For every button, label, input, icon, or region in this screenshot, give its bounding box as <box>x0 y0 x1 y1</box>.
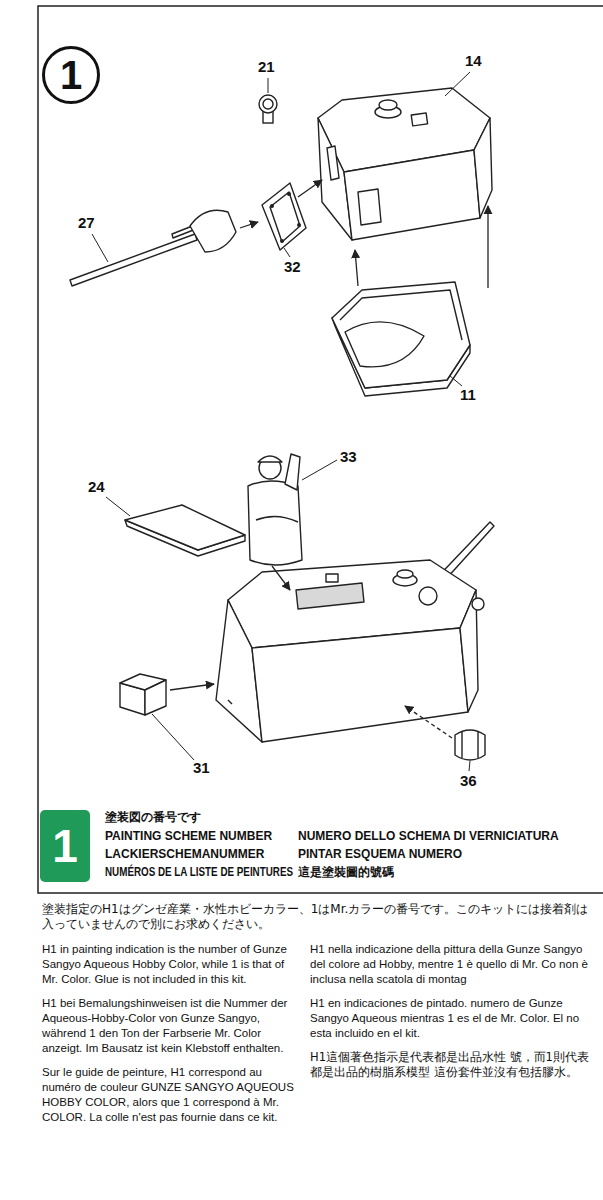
main-gun-shape <box>190 210 236 252</box>
turret-floor-shape <box>345 322 424 367</box>
small-fitting-shape <box>455 730 485 760</box>
scheme-caption: 塗装図の番号です <box>105 810 201 825</box>
scheme-caption: PAINTING SCHEME NUMBER <box>105 829 272 844</box>
turret-shell <box>318 88 492 240</box>
commander-figure-shape <box>256 516 298 522</box>
gun-mantlet-shape <box>271 205 274 208</box>
scheme-caption: PINTAR ESQUEMA NUMERO <box>298 847 462 862</box>
callout-number: 31 <box>193 759 210 776</box>
periscope-part-shape <box>263 99 273 109</box>
turret-floor <box>332 282 470 396</box>
assembled-turret-shape <box>397 570 413 578</box>
periscope-part-shape <box>259 95 277 113</box>
gun-mantlet-shape <box>281 240 284 243</box>
assembly-arrow <box>170 684 214 690</box>
small-fitting-shape <box>462 732 478 758</box>
assembled-turret-shape <box>326 574 338 582</box>
commander-figure <box>248 454 302 565</box>
gun-mantlet <box>262 183 306 250</box>
painting-scheme-icon-text: 1 <box>52 823 78 869</box>
step-number: 1 <box>42 46 100 104</box>
scheme-caption: NUMERO DELLO SCHEMA DI VERNICIATURA <box>298 829 559 844</box>
stowage-box-shape <box>145 680 166 715</box>
callout-number: 24 <box>88 478 105 495</box>
gun-mantlet-shape <box>288 193 291 196</box>
small-fitting <box>455 730 485 760</box>
leader-lines-shape <box>106 497 130 516</box>
callout-number: 27 <box>78 214 95 231</box>
periscope-part <box>259 95 277 123</box>
note-paragraph: H1 in painting indication is the number … <box>42 942 298 987</box>
turret-shell-shape <box>474 118 492 218</box>
callout-number: 32 <box>284 258 301 275</box>
leader-lines-shape <box>284 248 290 257</box>
leader-lines <box>92 72 470 771</box>
turret-floor-shape <box>332 282 470 388</box>
assembled-turret-shape <box>228 700 232 704</box>
gun-mantlet-shape <box>262 183 306 250</box>
main-gun-shape <box>70 234 197 286</box>
commander-figure-shape <box>285 454 300 490</box>
commander-figure-shape <box>259 457 281 479</box>
assembly-arrow <box>405 706 452 738</box>
commander-figure-shape <box>248 481 302 565</box>
hatch-plate-shape <box>125 505 245 550</box>
painting-scheme-icon: 1 <box>40 810 90 882</box>
assembled-turret-shape <box>419 587 437 605</box>
scheme-caption: NUMÉROS DE LA LISTE DE PEINTURES <box>105 865 293 880</box>
note-paragraph: H1這個著色指示是代表都是出品水性 號，而1則代表都是出品的樹脂系模型 這份套件… <box>310 1050 598 1080</box>
assembled-turret-shape <box>296 583 364 609</box>
stowage-box <box>120 674 166 715</box>
leader-lines-shape <box>92 234 108 262</box>
assembly-arrow <box>487 206 488 288</box>
commander-figure-shape <box>258 456 282 462</box>
assembly-arrow <box>272 566 290 590</box>
assembly-arrow <box>298 180 322 197</box>
turret-shell-shape <box>327 146 339 180</box>
leader-lines-shape <box>268 78 269 93</box>
turret-shell-shape <box>411 113 427 126</box>
leader-lines-shape <box>469 761 470 771</box>
hatch-plate <box>125 505 245 556</box>
callout-number: 14 <box>465 52 482 69</box>
leader-lines-shape <box>152 714 194 760</box>
step-frame <box>38 6 603 893</box>
callout-number: 11 <box>460 386 476 403</box>
assembly-arrow <box>355 250 358 286</box>
note-paragraph: Sur le guide de peinture, H1 correspond … <box>42 1065 298 1125</box>
note-paragraph: H1 en indicaciones de pintado. numero de… <box>310 996 598 1041</box>
leader-lines-shape <box>450 376 462 386</box>
turret-shell-shape <box>379 100 397 110</box>
gun-mantlet-shape <box>298 224 301 227</box>
turret-shell-shape <box>358 189 381 225</box>
note-paragraph: H1 nella indicazione della pittura della… <box>310 942 598 987</box>
step-number-text: 1 <box>60 55 82 95</box>
assembled-turret-shape <box>252 628 468 742</box>
note-paragraph: H1 bei Bemalungshinweisen ist die Nummer… <box>42 996 298 1056</box>
turret-shell-shape <box>344 150 480 240</box>
callout-number: 21 <box>258 58 275 75</box>
assembly-arrow <box>240 222 258 228</box>
callout-number: 36 <box>460 772 477 789</box>
leader-lines-shape <box>445 72 470 96</box>
assembled-turret-shape <box>472 598 484 610</box>
leader-lines-shape <box>302 460 337 480</box>
gun-mantlet-shape <box>270 192 300 242</box>
scheme-caption: LACKIERSCHEMANUMMER <box>105 847 264 862</box>
scheme-caption: 這是塗裝圖的號碼 <box>298 865 394 880</box>
callout-number: 33 <box>340 448 357 465</box>
note-japanese: 塗装指定のH1はグンゼ産業・水性ホビーカラー、1はMr.カラーの番号です。このキ… <box>42 902 598 932</box>
main-gun <box>70 210 236 286</box>
